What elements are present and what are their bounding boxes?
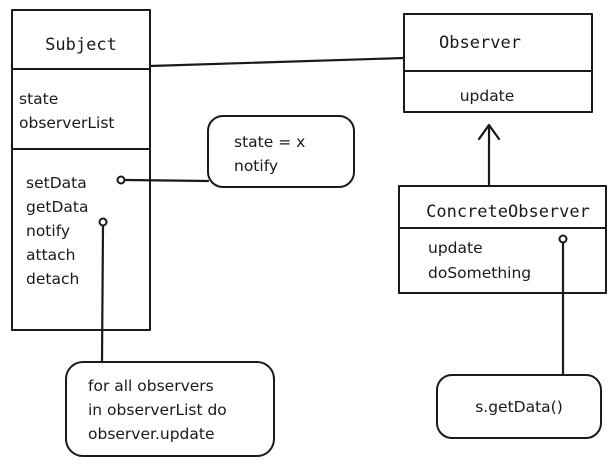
observer-title: Observer [439,33,521,53]
setdata-note-connector [122,178,210,183]
setdata-note-line-2: notify [234,157,278,175]
observer-class: Observer update [403,13,593,113]
notify-note: for all observers in observerList do obs… [65,361,275,457]
inheritance-arrow [477,123,501,188]
concrete-observer-method-update: update [428,239,483,257]
subject-attr-state: state [19,90,58,108]
setdata-note-line-1: state = x [234,133,305,151]
subject-method-notify: notify [26,222,70,240]
notify-note-line-2: in observerList do [88,401,227,419]
update-connector-dot [558,234,568,244]
concrete-observer-class-box [398,185,607,294]
subject-method-setdata: setData [26,174,87,192]
concrete-observer-class: ConcreteObserver update doSomething [398,185,607,294]
update-note-line-1: s.getData() [475,398,563,416]
inheritance-arrow-head [477,123,501,141]
notify-note-line-1: for all observers [88,377,214,395]
subject-observer-association [148,56,406,68]
subject-attr-observerlist: observerList [19,114,114,132]
setdata-note: state = x notify [207,115,355,188]
setdata-note-box [207,115,355,188]
subject-class-box [11,9,151,331]
concrete-observer-method-dosomething: doSomething [428,264,531,282]
notify-note-connector [100,224,105,364]
subject-method-getdata: getData [26,198,88,216]
subject-method-detach: detach [26,270,79,288]
subject-method-attach: attach [26,246,76,264]
update-note-box [436,374,602,439]
subject-class: Subject state observerList setData getDa… [11,9,151,331]
subject-title: Subject [45,35,117,55]
observer-method-update: update [460,87,515,105]
observer-class-box [403,13,593,113]
notify-note-box [65,361,275,457]
notify-note-line-3: observer.update [88,425,215,443]
notify-connector-dot [98,217,108,227]
update-note: s.getData() [436,374,602,439]
setdata-connector-dot [116,175,126,185]
concrete-observer-title: ConcreteObserver [426,202,590,222]
